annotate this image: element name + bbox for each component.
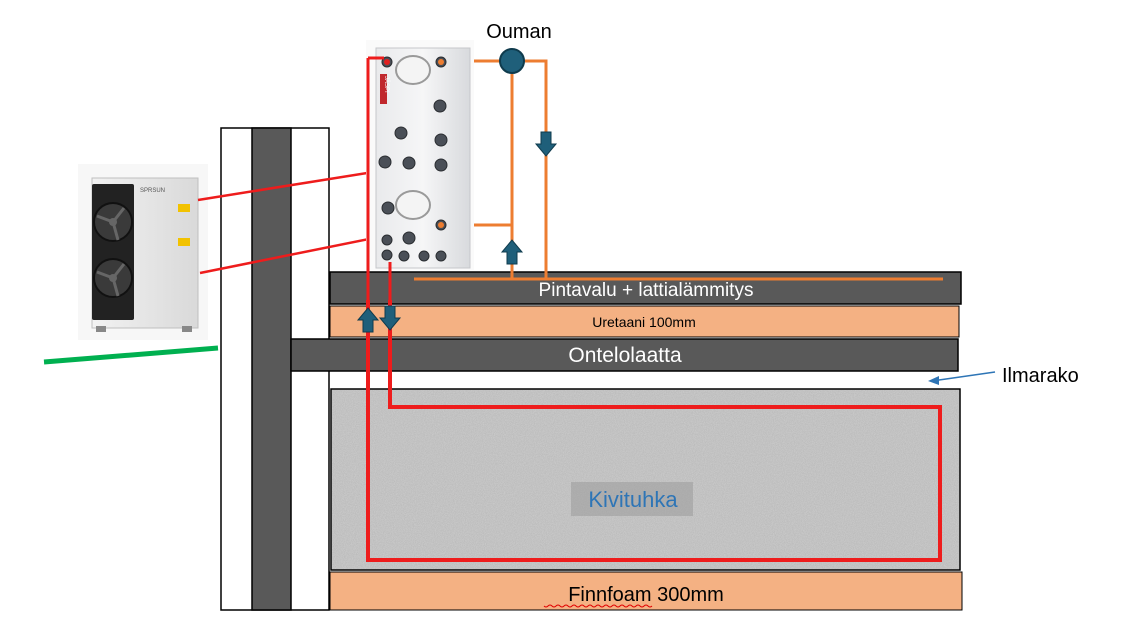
crushed-stone-label: Kivituhka [588, 487, 678, 512]
urethane-layer [329, 305, 960, 338]
spellcheck-underline [543, 604, 653, 608]
tank-brand: JÄSPI [383, 76, 390, 93]
air-gap-label: Ilmarako [1002, 365, 1079, 387]
flow-arrows [356, 131, 558, 333]
storage-tank: JÄSPI [366, 40, 474, 270]
finnfoam-label: Finnfoam 300mm [568, 584, 724, 606]
crushed-stone-label-bg [571, 482, 693, 516]
arrow-down-icon [378, 305, 402, 331]
heat-pump-brand: SPRSUN [140, 188, 165, 194]
tank-flange-top [395, 55, 431, 85]
heat-pump-flow-pipe [197, 168, 387, 202]
ground-loop-pipe-supply [366, 300, 942, 562]
arrow-up-icon [500, 239, 524, 265]
finnfoam-layer [329, 571, 963, 611]
tank-ports [378, 56, 448, 262]
air-gap-arrow [931, 371, 996, 382]
heat-pump-outdoor-unit: SPRSUN [78, 164, 208, 340]
ouman-controller [499, 48, 525, 74]
arrow-up-icon [356, 307, 380, 333]
floor-heating-slab-label: Pintavalu + lattialämmitys [539, 280, 754, 301]
ground-line [43, 345, 219, 365]
crushed-stone-layer [330, 388, 961, 571]
urethane-label: Uretaani 100mm [592, 314, 696, 330]
heat-pump-return-pipe [199, 234, 385, 275]
floor-heating-slab [329, 271, 962, 305]
tank-flange-bottom [395, 190, 431, 220]
ouman-label: Ouman [486, 21, 552, 43]
hollow-core-slab-label: Ontelolaatta [568, 344, 682, 367]
hollow-core-slab [290, 338, 959, 372]
air-gap-arrowhead [928, 376, 939, 385]
arrow-down-icon [534, 131, 558, 157]
